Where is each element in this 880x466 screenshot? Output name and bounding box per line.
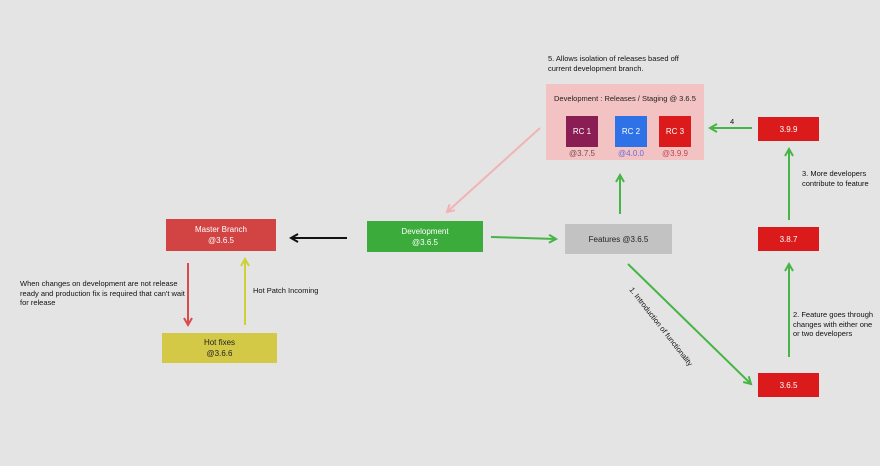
- master-branch-node: Master Branch @3.6.5: [166, 219, 276, 251]
- more-developers-note: 3. More developers contribute to feature: [802, 169, 869, 188]
- hotfix-reason-note: When changes on development are not rele…: [20, 279, 185, 307]
- hotfix-node: Hot fixes @3.6.6: [162, 333, 277, 363]
- rc3-version: @3.9.9: [662, 149, 688, 158]
- isolation-note: 5. Allows isolation of releases based of…: [548, 54, 679, 73]
- development-version: @3.6.5: [412, 237, 438, 247]
- master-branch-label: Master Branch: [194, 225, 248, 234]
- development-node: Development @3.6.5: [367, 221, 483, 252]
- rc1-label: RC 1: [572, 127, 592, 136]
- hotfix-version: @3.6.6: [206, 349, 233, 358]
- version-399-node: 3.9.9: [758, 117, 819, 141]
- rc3-box: RC 3: [659, 116, 691, 147]
- development-label: Development: [401, 226, 449, 236]
- hot-patch-note: Hot Patch Incoming: [253, 286, 319, 295]
- rc1-box: RC 1: [566, 116, 598, 147]
- rc3-label: RC 3: [665, 127, 685, 136]
- feature-changes-note: 2. Feature goes through changes with eit…: [793, 310, 874, 338]
- rc2-label: RC 2: [621, 127, 641, 136]
- version-387-label: 3.8.7: [779, 234, 798, 244]
- version-399-label: 3.9.9: [779, 124, 798, 134]
- arrow-features-to-v365: [627, 263, 751, 384]
- staging-title: Development : Releases / Staging @ 3.6.5: [554, 94, 696, 103]
- master-branch-version: @3.6.5: [208, 236, 234, 245]
- step-4-label: 4: [730, 117, 735, 126]
- features-label: Features @3.6.5: [588, 234, 649, 244]
- rc2-version: @4.0.0: [618, 149, 644, 158]
- version-387-node: 3.8.7: [758, 227, 819, 251]
- rc1-version: @3.7.5: [569, 149, 595, 158]
- version-365-node: 3.6.5: [758, 373, 819, 397]
- hotfix-label: Hot fixes: [203, 338, 236, 347]
- arrow-staging-to-master: [447, 127, 541, 212]
- features-node: Features @3.6.5: [565, 224, 672, 254]
- version-365-label: 3.6.5: [779, 380, 798, 390]
- arrow-development-to-features: [490, 237, 556, 239]
- rc2-box: RC 2: [615, 116, 647, 147]
